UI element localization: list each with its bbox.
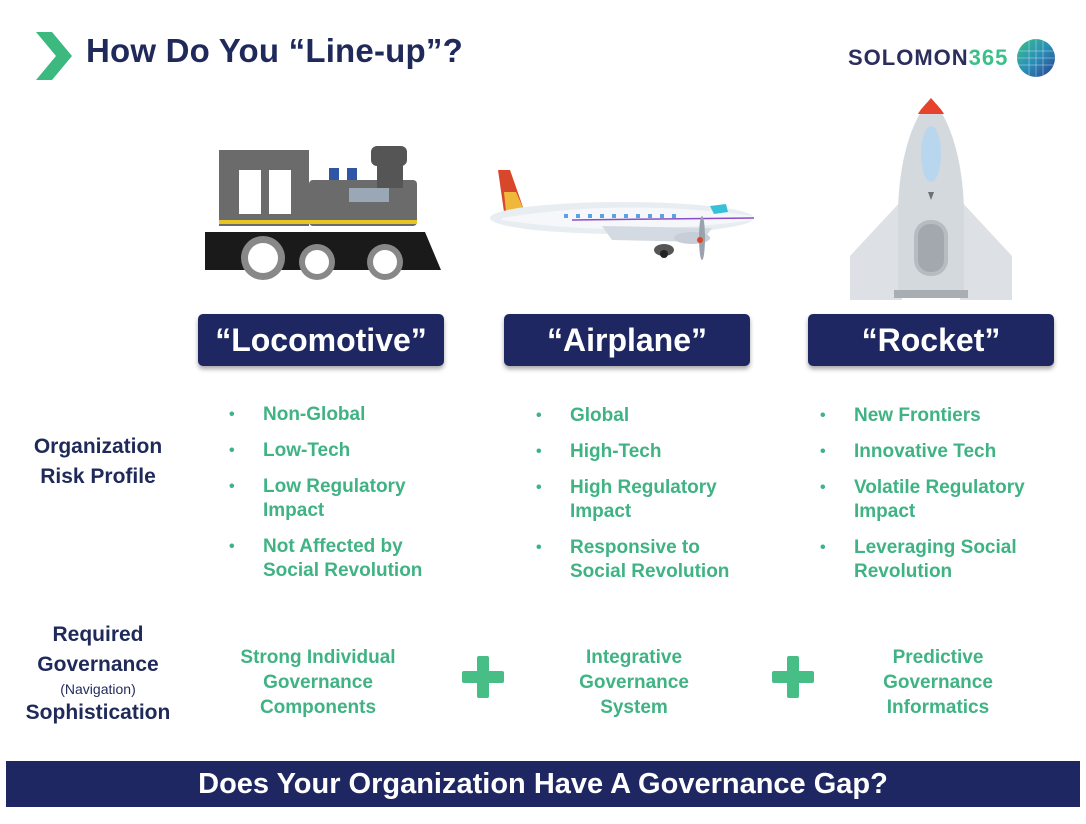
governance-line: Governance <box>579 672 689 693</box>
list-item: High Regulatory Impact <box>536 476 736 524</box>
footer-banner: Does Your Organization Have A Governance… <box>6 761 1080 807</box>
governance-line: Predictive <box>892 647 984 668</box>
globe-icon <box>1017 39 1056 77</box>
governance-line: Strong Individual <box>240 647 396 668</box>
list-item: Global <box>536 404 766 428</box>
airplane-icon <box>490 170 755 260</box>
risk-list-locomotive: Non-Global Low-Tech Low Regulatory Impac… <box>229 403 459 595</box>
solomon365-logo: SOLOMON365 <box>848 38 1056 78</box>
row-label-line: Organization <box>33 435 163 458</box>
governance-line: System <box>600 697 668 718</box>
row-label-line: Sophistication <box>25 701 171 724</box>
list-item: Low Regulatory Impact <box>229 475 419 523</box>
list-item: Innovative Tech <box>820 440 1060 464</box>
logo-brand: SOLOMON <box>848 45 969 70</box>
list-item: New Frontiers <box>820 404 1060 428</box>
governance-airplane: Integrative Governance System <box>534 645 734 720</box>
plus-icon <box>462 656 504 698</box>
column-label-locomotive: “Locomotive” <box>198 314 444 366</box>
list-item: Volatile Regulatory Impact <box>820 476 1040 524</box>
rocket-icon <box>850 98 1012 300</box>
row-label-small: (Navigation) <box>60 681 136 697</box>
governance-line: Integrative <box>585 647 683 668</box>
risk-list-airplane: Global High-Tech High Regulatory Impact … <box>536 404 766 596</box>
column-label-airplane: “Airplane” <box>504 314 750 366</box>
governance-line: Governance <box>263 672 373 693</box>
risk-list-rocket: New Frontiers Innovative Tech Volatile R… <box>820 404 1060 596</box>
list-item: High-Tech <box>536 440 766 464</box>
logo-text: SOLOMON365 <box>848 45 1008 71</box>
governance-rocket: Predictive Governance Informatics <box>838 645 1038 720</box>
locomotive-icon <box>205 146 441 280</box>
list-item: Responsive to Social Revolution <box>536 536 736 584</box>
governance-line: Informatics <box>886 697 990 718</box>
governance-line: Governance <box>883 672 993 693</box>
governance-locomotive: Strong Individual Governance Components <box>218 645 418 720</box>
row-label-line: Governance <box>37 653 159 676</box>
page-title: How Do You “Line-up”? <box>86 32 463 69</box>
list-item: Non-Global <box>229 403 459 427</box>
logo-number: 365 <box>968 45 1009 70</box>
column-label-rocket: “Rocket” <box>808 314 1054 366</box>
row-label-governance: Required Governance (Navigation) Sophist… <box>18 620 178 728</box>
row-label-risk-profile: Organization Risk Profile <box>18 432 178 492</box>
row-label-line: Risk Profile <box>40 465 156 488</box>
chevron-right-icon <box>36 32 72 80</box>
list-item: Leveraging Social Revolution <box>820 536 1020 584</box>
list-item: Not Affected by Social Revolution <box>229 535 429 583</box>
plus-icon <box>772 656 814 698</box>
list-item: Low-Tech <box>229 439 459 463</box>
row-label-line: Required <box>52 623 144 646</box>
governance-line: Components <box>259 697 377 718</box>
